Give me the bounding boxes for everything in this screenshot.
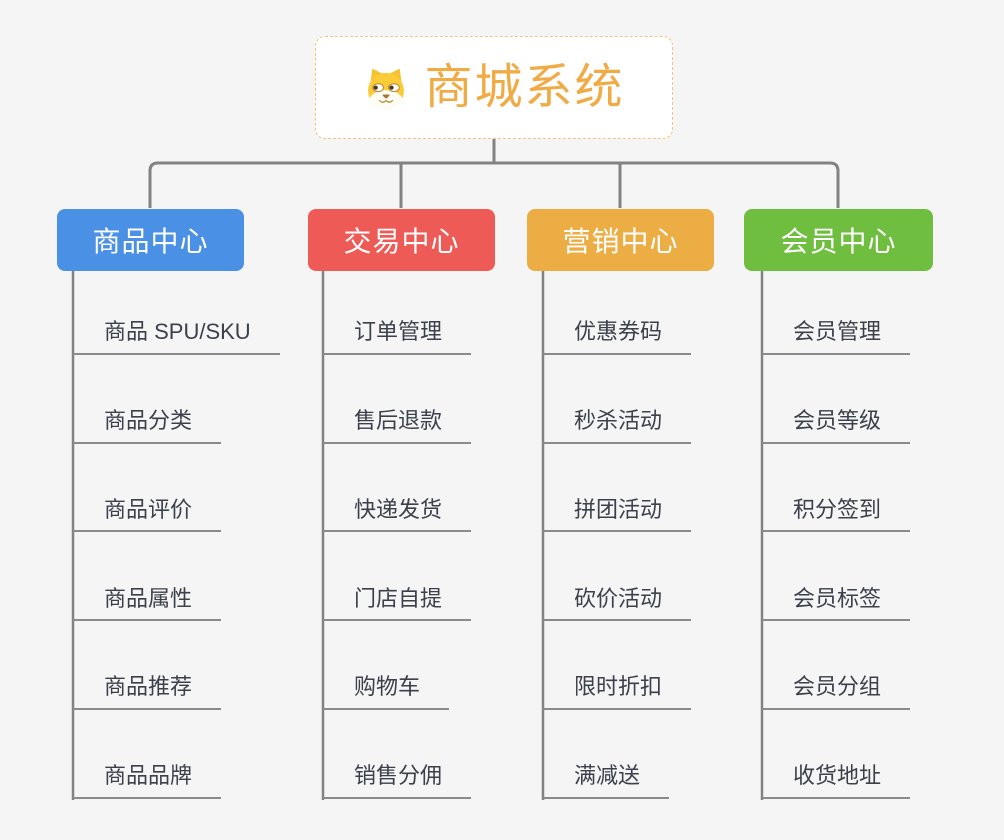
mindmap-node[interactable]: 收货地址 xyxy=(762,762,911,799)
shiba-dog-icon xyxy=(368,68,405,109)
branch-label: 会员中心 xyxy=(780,226,897,257)
root-node-title: 商城系统 xyxy=(424,60,625,114)
mindmap-node[interactable]: 会员管理 xyxy=(762,318,911,355)
branch-children-column: 会员管理 会员等级 积分签到 会员标签 会员分组 收货地址 xyxy=(762,266,911,799)
branch-node-trade-center[interactable]: 交易中心 xyxy=(308,209,495,271)
branch-children-column: 商品 SPU/SKU 商品分类 商品评价 商品属性 商品推荐 商品品牌 xyxy=(73,266,280,799)
mindmap-node[interactable]: 商品属性 xyxy=(73,585,222,622)
mindmap-node[interactable]: 会员标签 xyxy=(762,585,911,622)
mindmap-node[interactable]: 秒杀活动 xyxy=(543,407,692,444)
branch-node-product-center[interactable]: 商品中心 xyxy=(57,209,244,271)
branch-label: 交易中心 xyxy=(343,226,460,257)
mindmap-node[interactable]: 商品分类 xyxy=(73,407,222,444)
mindmap-node[interactable]: 会员分组 xyxy=(762,673,911,710)
mindmap-node[interactable]: 限时折扣 xyxy=(543,673,692,710)
branch-children-column: 订单管理 售后退款 快递发货 门店自提 购物车 销售分佣 xyxy=(323,266,472,799)
mindmap-node[interactable]: 商品评价 xyxy=(73,496,222,533)
mindmap-node[interactable]: 订单管理 xyxy=(323,318,472,355)
mindmap-node[interactable]: 积分签到 xyxy=(762,496,911,533)
mindmap-node[interactable]: 会员等级 xyxy=(762,407,911,444)
mindmap-node[interactable]: 售后退款 xyxy=(323,407,472,444)
mindmap-node[interactable]: 商品推荐 xyxy=(73,673,222,710)
mindmap-node[interactable]: 商品品牌 xyxy=(73,762,222,799)
root-node[interactable]: 商城系统 xyxy=(315,36,673,139)
mindmap-node[interactable]: 优惠券码 xyxy=(543,318,692,355)
mindmap-node[interactable]: 购物车 xyxy=(323,673,450,710)
branch-label: 营销中心 xyxy=(562,226,679,257)
mindmap-node[interactable]: 快递发货 xyxy=(323,496,472,533)
branch-node-marketing-center[interactable]: 营销中心 xyxy=(527,209,714,271)
mindmap-node[interactable]: 商品 SPU/SKU xyxy=(73,318,280,355)
mindmap-node[interactable]: 砍价活动 xyxy=(543,585,692,622)
mindmap-node[interactable]: 销售分佣 xyxy=(323,762,472,799)
branch-label: 商品中心 xyxy=(92,226,209,257)
mindmap-node[interactable]: 门店自提 xyxy=(323,585,472,622)
branch-node-member-center[interactable]: 会员中心 xyxy=(744,209,933,271)
mindmap-node[interactable]: 拼团活动 xyxy=(543,496,692,533)
branch-children-column: 优惠券码 秒杀活动 拼团活动 砍价活动 限时折扣 满减送 xyxy=(543,266,692,799)
mindmap-node[interactable]: 满减送 xyxy=(543,762,670,799)
